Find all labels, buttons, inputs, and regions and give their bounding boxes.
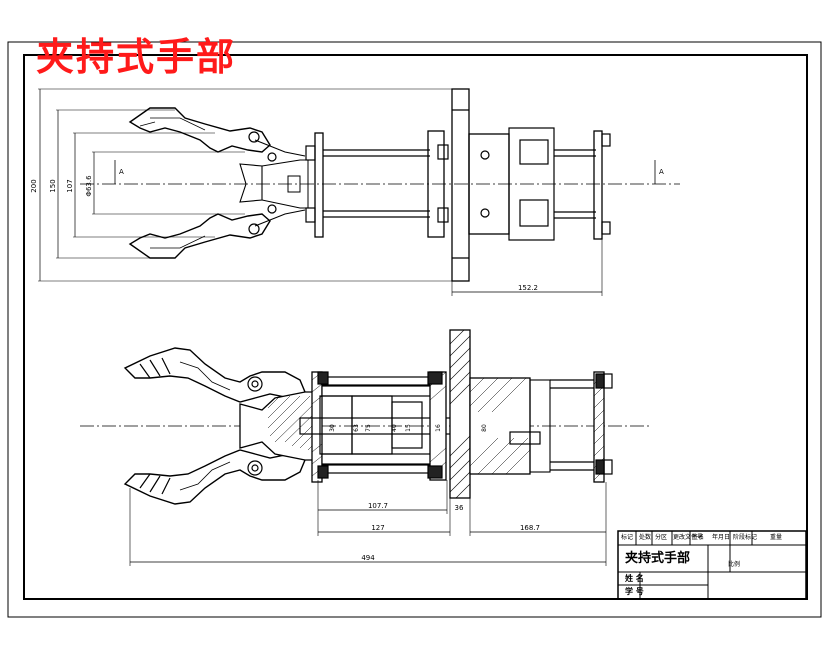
- tb-header-stage: 阶段标记: [733, 534, 758, 541]
- tb-id-row: 学 号: [625, 587, 644, 596]
- wedge: [239, 163, 263, 203]
- tb-header-zone: 分区: [655, 534, 668, 541]
- rear-plate: [593, 130, 603, 240]
- cylinder-section: [469, 377, 531, 475]
- tb-header-sign: 签名: [692, 534, 705, 541]
- section-mark-left: A: [119, 168, 124, 176]
- title-block: [617, 530, 807, 600]
- dim-150: 150: [49, 179, 57, 192]
- front-plate-section: [311, 371, 323, 483]
- dim-168-7: 168.7: [520, 524, 540, 532]
- dim-200: 200: [30, 179, 38, 192]
- inner-frame: [23, 54, 808, 600]
- dim-107-7: 107.7: [368, 502, 388, 510]
- top-view: [38, 88, 680, 296]
- dim-107: 107: [66, 179, 74, 192]
- mount-flange: [451, 88, 470, 282]
- tb-scale-label: 比例: [728, 561, 741, 568]
- diameter-label: 80: [481, 424, 488, 432]
- tb-header-count: 处数: [639, 534, 652, 541]
- front-plate: [314, 132, 324, 238]
- dim-494: 494: [361, 554, 375, 562]
- diameter-label: 16: [435, 424, 442, 432]
- diameter-label: 15: [405, 424, 412, 432]
- dim-diameter: Φ63.6: [85, 175, 93, 197]
- front-view: [80, 329, 650, 566]
- diameter-label: 30: [329, 424, 336, 432]
- tb-drawing-name: 夹持式手部: [625, 551, 691, 566]
- diameter-label: 40: [391, 424, 398, 432]
- upper-finger: [128, 107, 271, 153]
- dim-152-2: 152.2: [518, 284, 538, 292]
- diameter-label: 63: [353, 424, 360, 432]
- diameter-label: 75: [365, 424, 372, 432]
- section-diameters: 30 63 75 40 15 16 80: [329, 424, 488, 432]
- flange-section: [449, 329, 471, 499]
- section-mark-right: A: [659, 168, 664, 176]
- middle-plate: [427, 130, 445, 238]
- lower-finger: [128, 213, 271, 259]
- tb-header-mark: 标记: [621, 534, 634, 541]
- upper-jaw: [123, 347, 306, 403]
- tb-header-weight: 重量: [770, 534, 783, 541]
- tb-header-date: 年月日: [712, 534, 731, 541]
- dim-36: 36: [455, 504, 464, 512]
- tb-header-change: 更改文件号: [673, 534, 704, 541]
- outer-border: [7, 41, 822, 618]
- tb-name-row: 姓 名: [625, 574, 644, 583]
- lower-jaw: [123, 449, 306, 505]
- drawing-title: 夹持式手部: [36, 34, 237, 79]
- wedge-section: [239, 391, 319, 461]
- dim-127: 127: [371, 524, 384, 532]
